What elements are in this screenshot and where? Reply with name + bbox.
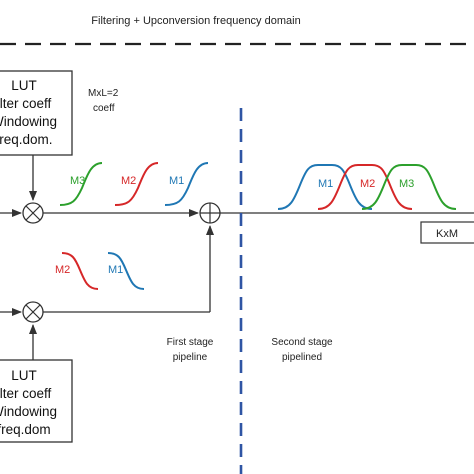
multiplier-bottom	[22, 301, 44, 323]
bottom-label-m2: M2	[55, 264, 70, 276]
top-label-m1: M1	[169, 175, 184, 187]
bottom-curve-m2	[61, 252, 99, 290]
output-label-m2: M2	[360, 178, 375, 190]
output-label-m1: M1	[318, 178, 333, 190]
diagram-title: Filtering + Upconversion frequency domai…	[91, 15, 300, 27]
coeff-note-line-1: MxL=2	[88, 88, 119, 99]
lut-top-line-1: LUT	[11, 78, 37, 93]
lut-top-line-3: Windowing	[0, 114, 57, 129]
bottom-filter-curves	[61, 252, 145, 290]
top-filter-curves	[59, 162, 209, 206]
output-spectrum	[277, 164, 457, 210]
output-band-m3	[361, 164, 457, 210]
output-band-m2	[317, 164, 413, 210]
multiplier-top	[22, 202, 44, 224]
adder	[199, 202, 221, 224]
lut-box-bottom: LUT ilter coeff Windowing freq.dom	[0, 359, 73, 443]
lut-bottom-line-4: freq.dom	[0, 422, 51, 437]
lut-bottom-line-1: LUT	[11, 368, 37, 383]
first-stage-line-1: First stage	[167, 337, 214, 348]
lut-bottom-line-2: ilter coeff	[0, 386, 52, 401]
output-box: KxM	[420, 221, 474, 244]
bottom-curve-m1	[107, 252, 145, 290]
top-curve-m2	[114, 162, 159, 206]
output-label: KxM	[436, 228, 458, 240]
second-stage-line-1: Second stage	[271, 337, 333, 348]
output-band-m1	[277, 164, 373, 210]
top-curve-m3	[59, 162, 103, 206]
lut-bottom-line-3: Windowing	[0, 404, 57, 419]
lut-top-line-4: freq.dom.	[0, 132, 53, 147]
lut-box-top: LUT ilter coeff Windowing freq.dom.	[0, 70, 73, 156]
top-label-m2: M2	[121, 175, 136, 187]
second-stage-line-2: pipelined	[282, 352, 322, 363]
lut-top-line-2: ilter coeff	[0, 96, 52, 111]
top-curve-m1	[164, 162, 209, 206]
coeff-note-line-2: coeff	[93, 103, 115, 114]
bottom-label-m1: M1	[108, 264, 123, 276]
top-label-m3: M3	[70, 175, 85, 187]
first-stage-line-2: pipeline	[173, 352, 208, 363]
output-label-m3: M3	[399, 178, 414, 190]
